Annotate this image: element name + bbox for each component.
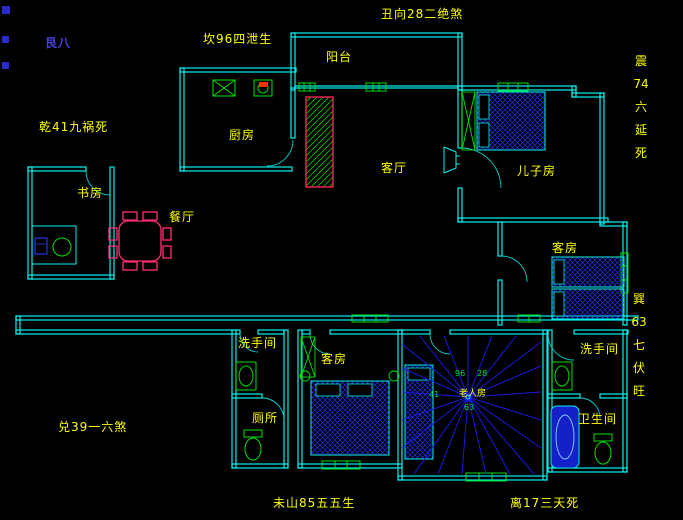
nightstand-icon (299, 370, 311, 382)
washbasin-icon (551, 361, 573, 391)
label-li-sector: 离17三天死 (510, 496, 580, 510)
label-study: 书房 (77, 186, 104, 200)
door-arcs (85, 139, 601, 421)
label-kan-sector: 坎96四泄生 (203, 32, 273, 46)
label-zhen-sector: 震 74 六 延 死 (633, 54, 649, 160)
label-xun-sector: 巽 63 七 伏 旺 (631, 292, 647, 398)
label-toilet: 厕所 (252, 411, 279, 425)
compass-number-28: 28 (477, 369, 488, 378)
window-icon (298, 82, 316, 92)
label-guest-room-right: 客房 (552, 241, 579, 255)
label-bathroom: 卫生间 (578, 412, 618, 426)
toilet-icon (593, 433, 613, 465)
window-icon (365, 82, 387, 92)
washbasin-icon (235, 361, 257, 391)
label-qian-sector: 乾41九祸死 (39, 120, 109, 134)
label-guest-room-bottom: 客房 (321, 352, 348, 366)
window-icon (517, 314, 541, 323)
bed-guest-right-icon (551, 256, 625, 320)
label-elder-room: 老人房 (459, 389, 487, 399)
kitchen-red-fixture (259, 82, 268, 87)
tv-icon (443, 146, 460, 174)
label-kitchen: 厨房 (229, 128, 256, 142)
bed-elder-icon (404, 364, 434, 460)
compass-number-41: 41 (429, 390, 440, 399)
desk-icon (31, 225, 77, 265)
label-gen-corner: 艮八 (45, 36, 72, 50)
compass-number-96: 96 (455, 369, 466, 378)
computer-icon (34, 237, 48, 255)
label-facing-direction: 丑向28二绝煞 (381, 7, 464, 21)
label-living-room: 客厅 (381, 161, 408, 175)
label-balcony: 阳台 (326, 50, 353, 64)
label-son-room: 儿子房 (517, 164, 557, 178)
compass-number-63: 63 (464, 403, 475, 412)
wardrobe-icon (461, 91, 476, 151)
label-washroom-left: 洗手间 (238, 336, 278, 350)
chair-icon (52, 237, 72, 257)
dining-table-icon (108, 211, 172, 271)
window-icon (497, 82, 529, 92)
wardrobe-icon (300, 336, 316, 378)
walls (15, 32, 639, 481)
screen-artifact (2, 6, 10, 69)
label-washroom-right: 洗手间 (580, 342, 620, 356)
bed-son-icon (476, 91, 546, 151)
label-dui-sector: 兑39一六煞 (58, 420, 128, 434)
label-dining-room: 餐厅 (169, 210, 196, 224)
label-sitting-mountain: 未山85五五生 (273, 496, 356, 510)
toilet-icon (243, 429, 263, 461)
nightstand-icon (388, 370, 400, 382)
bathtub-icon (550, 405, 580, 469)
bed-guest-bottom-icon (299, 370, 400, 456)
window-icon (321, 460, 361, 470)
window-icon (351, 314, 389, 323)
compass-rays (401, 335, 542, 475)
sofa-icon (305, 96, 334, 188)
stove-icon (212, 79, 236, 97)
